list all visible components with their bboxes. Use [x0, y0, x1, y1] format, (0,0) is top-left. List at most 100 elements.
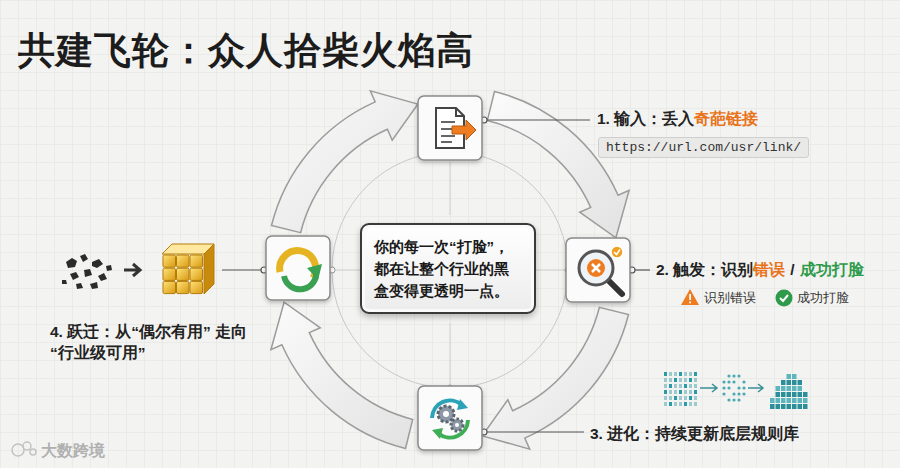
data-bit: [674, 390, 677, 394]
cube-cell: [177, 281, 190, 293]
data-bar: [776, 386, 781, 391]
url-sample-group: https://url.com/usr/link/: [598, 137, 809, 158]
data-dot: [732, 398, 735, 401]
badge-text: 识别错误: [704, 290, 756, 305]
data-bar: [803, 398, 808, 403]
data-bit: [679, 390, 682, 394]
data-bit: [669, 390, 672, 394]
cube-cell: [190, 255, 203, 267]
data-bit: [694, 384, 697, 388]
watermark: 大数跨境: [41, 442, 105, 459]
data-bit: [669, 396, 672, 400]
step-label: 奇葩链接: [694, 110, 758, 127]
data-dot: [722, 392, 725, 395]
step-label: 4. 跃迁：从“偶尔有用” 走向“行业级可用”: [50, 323, 247, 361]
data-bit: [669, 372, 672, 376]
data-bit: [679, 396, 682, 400]
data-bit: [674, 372, 677, 376]
url-sample: https://url.com/usr/link/: [606, 140, 801, 155]
data-bit: [684, 402, 687, 406]
cube-cell: [163, 281, 176, 293]
data-bar: [798, 392, 803, 397]
data-bar: [787, 386, 792, 391]
step-label: 成功打脸: [800, 261, 864, 278]
ring-arrow: [271, 302, 413, 448]
step-label: 1. 输入：丢入: [597, 110, 694, 127]
data-bit: [689, 390, 692, 394]
data-bar: [803, 392, 808, 397]
data-bar: [798, 380, 803, 385]
data-bit: [679, 384, 682, 388]
data-bar: [792, 374, 797, 379]
data-bit: [664, 390, 667, 394]
data-dot: [737, 374, 740, 377]
data-bar: [798, 404, 803, 409]
data-bit: [674, 402, 677, 406]
data-bar: [776, 392, 781, 397]
data-dot: [732, 380, 735, 383]
data-bar: [781, 398, 786, 403]
data-bit: [684, 384, 687, 388]
data-bit: [664, 378, 667, 382]
data-bar: [770, 404, 775, 409]
badge-text: 成功打脸: [797, 290, 849, 305]
data-dot: [742, 392, 745, 395]
data-bar: [770, 398, 775, 403]
data-bar: [787, 392, 792, 397]
ring-arrow: [272, 91, 418, 233]
data-dot: [722, 386, 725, 389]
cube-cell: [190, 281, 203, 293]
step-label-group: 1. 输入：丢入奇葩链接: [597, 109, 758, 130]
step-label: 3. 进化：持续更新底层规则库: [590, 425, 799, 442]
data-bar: [781, 380, 786, 385]
cube-cell: [177, 268, 190, 280]
data-dot: [727, 398, 730, 401]
data-bit: [664, 402, 667, 406]
data-bit: [689, 396, 692, 400]
step-label: 错误: [753, 261, 785, 278]
data-dot: [732, 374, 735, 377]
data-dot: [737, 386, 740, 389]
data-bar: [776, 398, 781, 403]
data-bit: [689, 402, 692, 406]
data-bit: [669, 402, 672, 406]
badge-text-group: 识别错误: [704, 289, 756, 307]
data-bit: [684, 378, 687, 382]
data-bar: [792, 386, 797, 391]
cube-cell: [190, 268, 203, 280]
step-label-group: 2. 触发：识别错误/成功打脸: [656, 260, 864, 281]
data-bar: [803, 404, 808, 409]
data-bar: [792, 404, 797, 409]
data-bit: [694, 378, 697, 382]
data-dot: [737, 398, 740, 401]
data-bar: [781, 404, 786, 409]
data-dot: [727, 386, 730, 389]
data-bit: [684, 396, 687, 400]
data-bit: [674, 384, 677, 388]
data-bar: [787, 398, 792, 403]
badge-text-group: 成功打脸: [797, 289, 849, 307]
data-dot: [732, 392, 735, 395]
data-bar: [798, 386, 803, 391]
data-bit: [664, 396, 667, 400]
data-dot: [742, 380, 745, 383]
data-bar: [776, 404, 781, 409]
data-bit: [669, 384, 672, 388]
watermark-group: 大数跨境: [41, 441, 105, 462]
data-bit: [674, 396, 677, 400]
data-dot: [737, 392, 740, 395]
data-bar: [787, 374, 792, 379]
data-bar: [792, 392, 797, 397]
data-bit: [664, 384, 667, 388]
data-dot: [727, 374, 730, 377]
step-label-group: 3. 进化：持续更新底层规则库: [590, 424, 799, 445]
message-box: 你的每一次“打脸”，都在让整个行业的黑盒变得更透明一点。: [360, 223, 536, 314]
message-text: 你的每一次“打脸”，都在让整个行业的黑盒变得更透明一点。: [374, 236, 522, 301]
data-dot: [742, 386, 745, 389]
data-bit: [694, 372, 697, 376]
data-bit: [689, 384, 692, 388]
step-label: /: [790, 261, 794, 278]
data-dot: [722, 380, 725, 383]
data-bit: [664, 372, 667, 376]
data-bit: [694, 396, 697, 400]
